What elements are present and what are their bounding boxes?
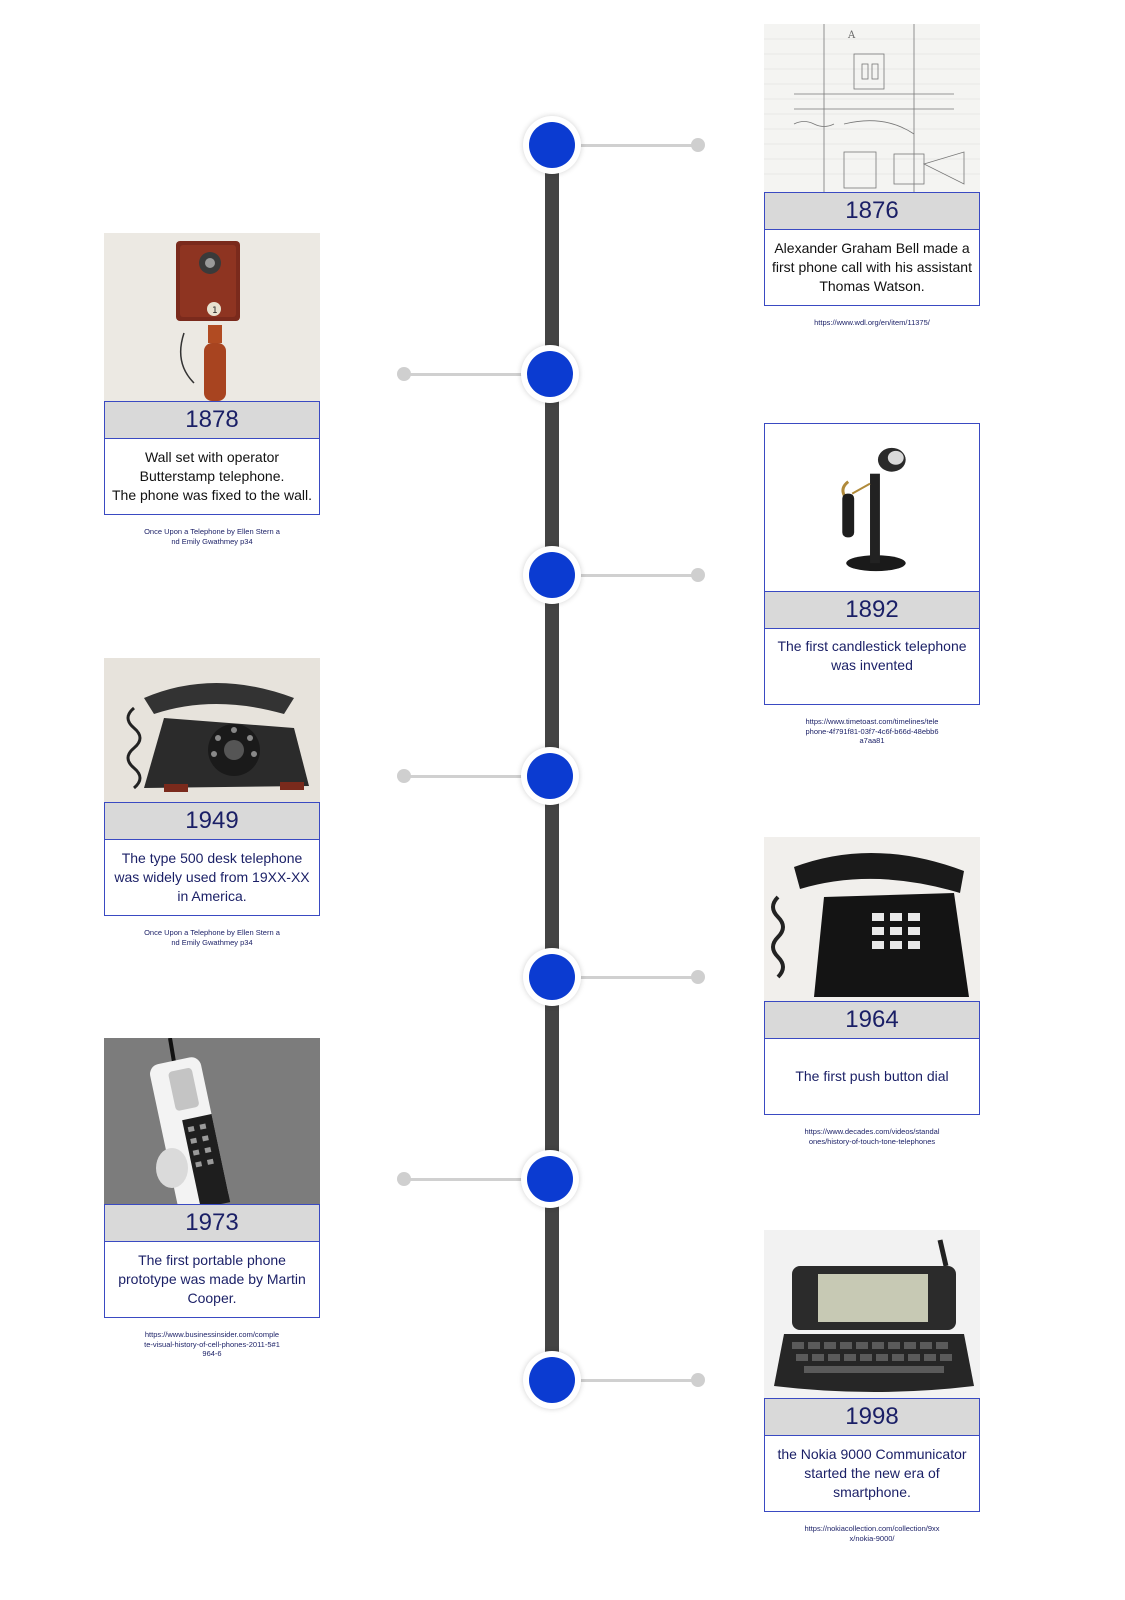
event-year: 1998 bbox=[764, 1398, 980, 1436]
connector-end-dot bbox=[691, 1373, 705, 1387]
event-description: The first push button dial bbox=[764, 1039, 980, 1115]
event-card-1964: 1964 The first push button dial https://… bbox=[764, 837, 980, 1146]
event-card-1998: 1998 the Nokia 9000 Communicator started… bbox=[764, 1230, 980, 1543]
event-card-1973: 1973 The first portable phone prototype … bbox=[104, 1038, 320, 1359]
event-source: https://nokiacollection.com/collection/9… bbox=[804, 1524, 940, 1543]
rotary-telephone-image bbox=[104, 658, 320, 802]
event-card-1892: 1892 The first candlestick telephone was… bbox=[764, 423, 980, 746]
timeline-node-1973[interactable] bbox=[521, 1150, 579, 1208]
event-source: Once Upon a Telephone by Ellen Stern and… bbox=[144, 928, 280, 947]
node-dot bbox=[529, 552, 575, 598]
svg-text:A: A bbox=[847, 30, 856, 41]
event-card-1878: 1 1878 Wall set with operator Butterstam… bbox=[104, 233, 320, 546]
event-description: Alexander Graham Bell made a first phone… bbox=[764, 230, 980, 306]
portable-phone-image bbox=[104, 1038, 320, 1204]
event-source: https://www.wdl.org/en/item/11375/ bbox=[814, 318, 930, 327]
node-dot bbox=[529, 954, 575, 1000]
event-description: The type 500 desk telephone was widely u… bbox=[104, 840, 320, 916]
event-description: The first candlestick telephone was inve… bbox=[764, 629, 980, 705]
connector-1876 bbox=[552, 144, 698, 147]
event-source: https://www.decades.com/videos/standalon… bbox=[804, 1127, 940, 1146]
connector-end-dot bbox=[691, 138, 705, 152]
event-description: The first portable phone prototype was m… bbox=[104, 1242, 320, 1318]
connector-end-dot bbox=[691, 568, 705, 582]
push-button-telephone-image bbox=[764, 837, 980, 1001]
node-dot bbox=[529, 122, 575, 168]
candlestick-telephone-image bbox=[764, 423, 980, 591]
node-dot bbox=[527, 351, 573, 397]
event-description: Wall set with operator Butterstamp telep… bbox=[104, 439, 320, 515]
connector-1892 bbox=[552, 574, 698, 577]
event-source: https://www.businessinsider.com/complete… bbox=[144, 1330, 280, 1358]
connector-end-dot bbox=[397, 367, 411, 381]
node-dot bbox=[527, 753, 573, 799]
event-card-1949: 1949 The type 500 desk telephone was wid… bbox=[104, 658, 320, 947]
wall-telephone-image: 1 bbox=[104, 233, 320, 401]
connector-end-dot bbox=[397, 1172, 411, 1186]
timeline-node-1949[interactable] bbox=[521, 747, 579, 805]
timeline-node-1876[interactable] bbox=[523, 116, 581, 174]
event-year: 1876 bbox=[764, 192, 980, 230]
timeline-node-1878[interactable] bbox=[521, 345, 579, 403]
connector-1949 bbox=[404, 775, 552, 778]
event-description: the Nokia 9000 Communicator started the … bbox=[764, 1436, 980, 1512]
svg-text:1: 1 bbox=[212, 306, 218, 316]
timeline-node-1998[interactable] bbox=[523, 1351, 581, 1409]
event-year: 1964 bbox=[764, 1001, 980, 1039]
patent-sketch-image: A bbox=[764, 24, 980, 192]
event-year: 1973 bbox=[104, 1204, 320, 1242]
connector-1998 bbox=[552, 1379, 698, 1382]
node-dot bbox=[529, 1357, 575, 1403]
event-card-1876: A 1876 Alexander Graham Bell made a firs… bbox=[764, 24, 980, 328]
timeline-node-1892[interactable] bbox=[523, 546, 581, 604]
event-source: Once Upon a Telephone by Ellen Stern and… bbox=[144, 527, 280, 546]
connector-1964 bbox=[552, 976, 698, 979]
nokia-communicator-image bbox=[764, 1230, 980, 1398]
event-year: 1878 bbox=[104, 401, 320, 439]
connector-end-dot bbox=[691, 970, 705, 984]
event-year: 1949 bbox=[104, 802, 320, 840]
timeline-node-1964[interactable] bbox=[523, 948, 581, 1006]
connector-end-dot bbox=[397, 769, 411, 783]
event-year: 1892 bbox=[764, 591, 980, 629]
event-source: https://www.timetoast.com/timelines/tele… bbox=[805, 717, 939, 745]
connector-1973 bbox=[404, 1178, 552, 1181]
node-dot bbox=[527, 1156, 573, 1202]
connector-1878 bbox=[404, 373, 552, 376]
